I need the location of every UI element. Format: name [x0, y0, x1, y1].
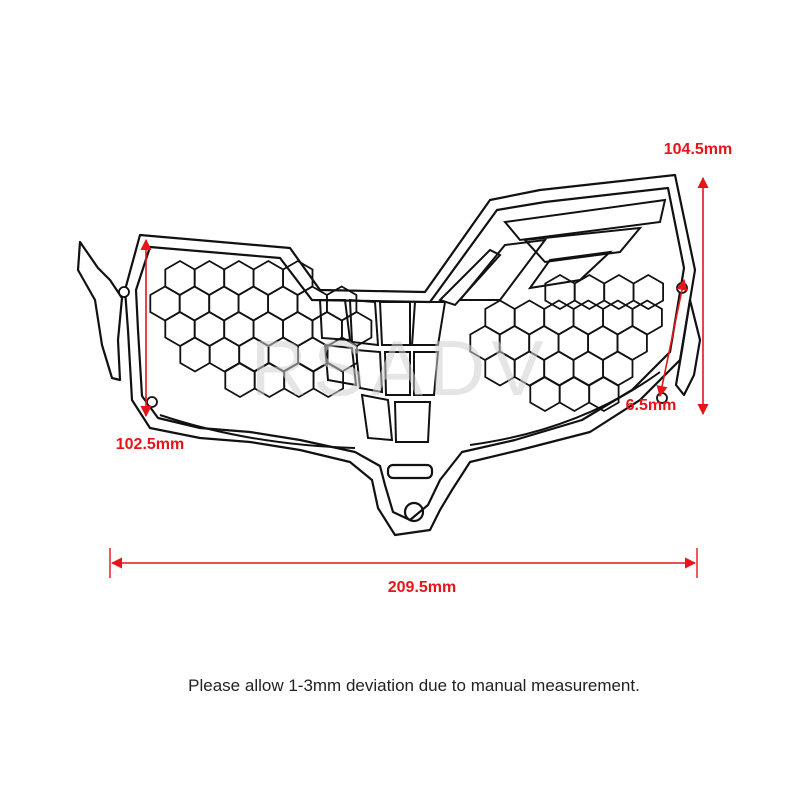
hex-cell [603, 273, 635, 311]
hex-cell [573, 273, 606, 311]
right-bracket [674, 298, 702, 397]
hole-spacing-label: 6.5mm [626, 397, 677, 414]
hex-cell [632, 273, 664, 311]
hex-cell [602, 350, 634, 387]
mount-slot [386, 463, 434, 480]
bolt-left-bottom [146, 396, 158, 408]
hex-cell [179, 336, 211, 373]
hex-cell [312, 361, 345, 399]
frame-outline [123, 173, 697, 537]
frame-inner [134, 186, 686, 522]
dimension-top-height: 104.5mm [664, 141, 733, 416]
hex-cell [588, 375, 620, 413]
lower-bars [159, 371, 661, 449]
upper-slats [438, 198, 667, 307]
watermark: RSADV [251, 324, 550, 412]
hex-cell [558, 375, 591, 413]
bolt-left-top [118, 286, 130, 298]
grille-frame [76, 173, 702, 537]
center-slats [318, 298, 447, 443]
top-height-label: 104.5mm [664, 141, 733, 158]
dimension-width: 209.5mm [109, 548, 698, 596]
side-height-label: 102.5mm [116, 436, 185, 453]
dimension-side-height: 102.5mm [116, 238, 185, 453]
dimension-hole-spacing: 6.5mm [626, 278, 688, 414]
width-label: 209.5mm [388, 579, 457, 596]
left-bracket [76, 240, 124, 382]
hex-cell [544, 273, 576, 311]
measurement-note: Please allow 1-3mm deviation due to manu… [188, 676, 640, 695]
mount-hole [403, 501, 425, 523]
honeycomb-left [149, 259, 373, 399]
